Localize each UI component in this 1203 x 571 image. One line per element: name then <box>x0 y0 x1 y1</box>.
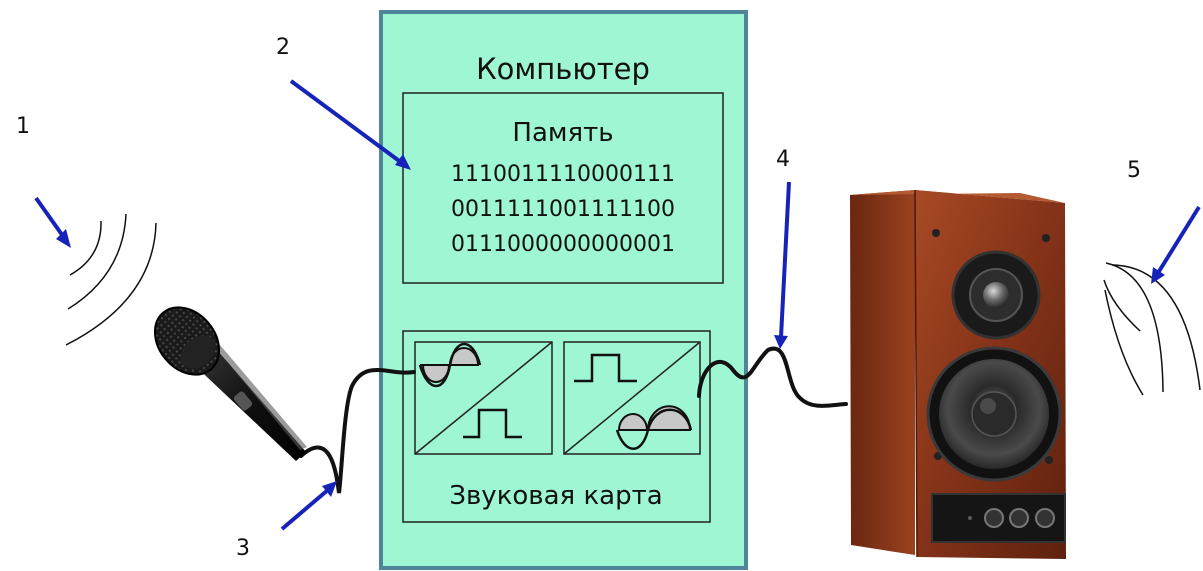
speaker-icon <box>850 189 1066 559</box>
sound-card-frame <box>402 330 711 523</box>
sound-wave-icon <box>65 213 157 346</box>
computer-box: Компьютер <box>379 10 748 570</box>
sound-wave-icon <box>1103 262 1201 396</box>
callout-arrows <box>34 79 1201 531</box>
memory-frame <box>402 92 724 284</box>
digital-to-analog-icon <box>563 341 701 455</box>
callout-3: 3 <box>236 536 250 561</box>
audio-cable <box>299 346 848 494</box>
callout-numbers: 1 2 3 4 5 <box>16 35 1141 561</box>
callout-2: 2 <box>276 35 290 60</box>
microphone-icon <box>153 306 307 461</box>
callout-1: 1 <box>16 114 30 139</box>
sound-card-label: Звуковая карта <box>449 481 662 511</box>
memory-title: Память <box>512 118 613 148</box>
computer-panel <box>379 10 748 570</box>
computer-title: Компьютер <box>476 52 650 86</box>
callout-4: 4 <box>776 147 790 172</box>
memory-line-2: 0011111001111100 <box>451 197 675 222</box>
memory-box: Память 1110011110000111 0011111001111100… <box>402 92 724 284</box>
callout-5: 5 <box>1127 158 1141 183</box>
memory-line-1: 1110011110000111 <box>451 162 675 187</box>
analog-to-digital-icon <box>414 341 553 455</box>
sound-card: Звуковая карта <box>402 330 711 523</box>
memory-line-3: 0111000000000001 <box>451 232 675 257</box>
